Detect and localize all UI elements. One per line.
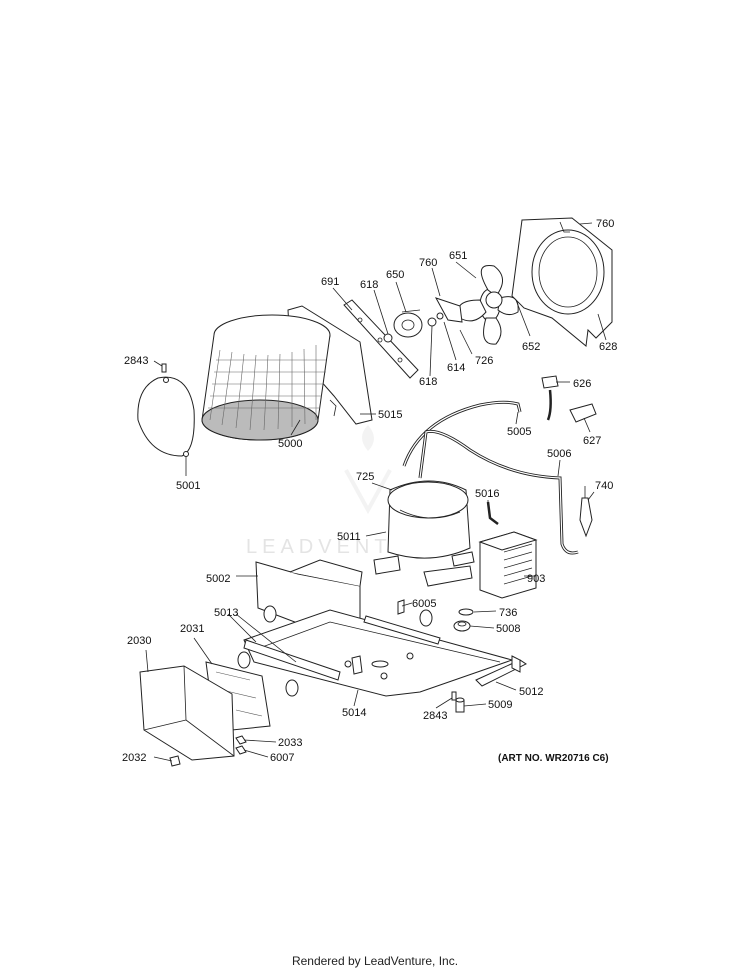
motor-mount-726 [434,297,463,323]
screw-2033 [235,735,247,745]
art-number: (ART NO. WR20716 C6) [498,753,609,764]
label-628: 628 [599,341,617,353]
label-627: 627 [583,435,601,447]
screw-2843b [451,691,457,701]
washer-736 [458,608,474,616]
label-5008: 5008 [496,623,520,635]
spacer-5009 [455,697,465,713]
fan-blade [457,265,519,345]
tube-5006 [418,429,579,555]
label-2843-top: 2843 [124,355,148,367]
grommet-5008 [453,620,471,632]
footer-credit: Rendered by LeadVenture, Inc. [291,954,459,968]
label-5002: 5002 [206,573,230,585]
label-2031: 2031 [180,623,204,635]
inverter-903 [478,531,538,599]
base-pan-5014 [243,609,514,697]
label-5006: 5006 [547,448,571,460]
fan-motor-bracket-691 [343,299,419,379]
capillary-tube-5016 [486,501,499,525]
watermark-logo [344,425,392,515]
fan-shroud [511,217,613,347]
condenser-coil-5000 [201,314,337,441]
label-5001: 5001 [176,480,200,492]
label-6007: 6007 [270,752,294,764]
label-725: 725 [356,471,374,483]
label-2032: 2032 [122,752,146,764]
control-box-2030 [139,665,235,761]
label-5000: 5000 [278,438,302,450]
motor-grommets [383,312,444,343]
screw-6005 [397,599,405,615]
label-736: 736 [499,607,517,619]
screw-6007 [235,745,247,755]
rail-5013 [243,615,441,681]
compressor-725 [387,480,471,559]
label-5013: 5013 [214,607,238,619]
label-691: 691 [321,276,339,288]
screw-2032 [169,755,181,767]
label-2033: 2033 [278,737,302,749]
label-2030: 2030 [127,635,151,647]
label-760: 760 [419,257,437,269]
label-5012: 5012 [519,686,543,698]
bracket-5012 [475,655,527,687]
coil-cover-5001 [137,376,195,457]
label-740: 740 [595,480,613,492]
screw-2843 [161,363,167,373]
caster-wheels [237,605,433,697]
label-5009: 5009 [488,699,512,711]
label-6005: 6005 [412,598,436,610]
tube-5005 [402,400,522,467]
label-626: 626 [573,378,591,390]
label-726: 726 [475,355,493,367]
compressor-feet [373,551,475,587]
drier-740 [579,486,593,538]
label-618-top: 618 [360,279,378,291]
label-650: 650 [386,269,404,281]
label-618-bottom: 618 [419,376,437,388]
label-5014: 5014 [342,707,366,719]
label-5016: 5016 [475,488,499,500]
label-651: 651 [449,250,467,262]
thermistor-626 [541,375,559,421]
part-number-labels: 760 651 760 691 618 650 652 628 726 614 … [122,218,617,764]
clip-627 [569,403,597,423]
label-614: 614 [447,362,465,374]
label-5005: 5005 [507,426,531,438]
label-5011: 5011 [337,531,361,543]
label-760-top: 760 [596,218,614,230]
label-2843-bottom: 2843 [423,710,447,722]
leader-lines [145,222,607,762]
label-903: 903 [527,573,545,585]
label-652: 652 [522,341,540,353]
fan-motor-650 [393,309,423,338]
label-5015: 5015 [378,409,402,421]
